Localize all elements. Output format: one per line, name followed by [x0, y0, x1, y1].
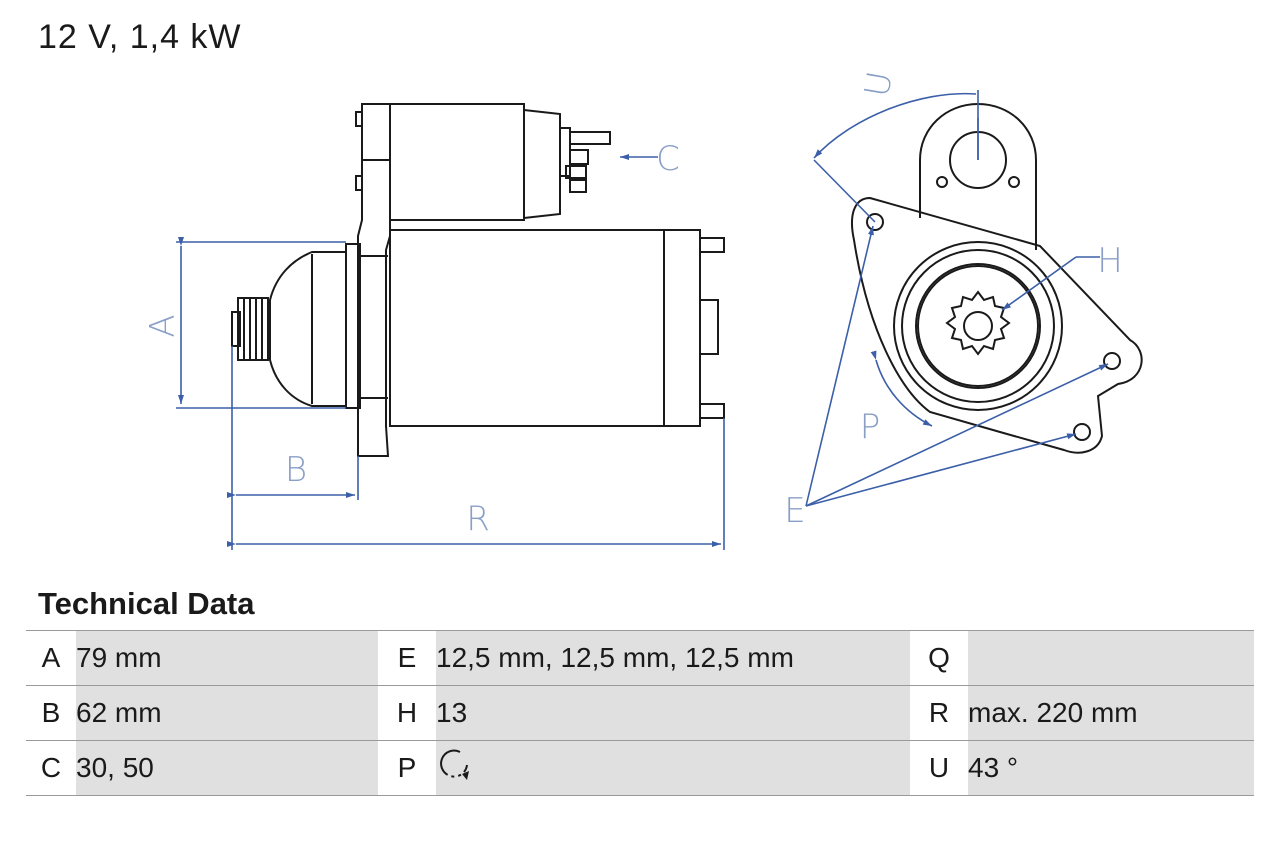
spec-key: E: [378, 630, 436, 686]
starter-motor-drawing: A B R C U H P E: [143, 68, 1143, 550]
spec-value: 79 mm: [76, 630, 378, 686]
spec-value: 30, 50: [76, 740, 378, 796]
section-heading: Technical Data: [38, 586, 255, 621]
spec-key: R: [910, 685, 968, 741]
clockwise-rotation-icon: [436, 747, 472, 790]
spec-key: B: [26, 685, 76, 741]
spec-value: 13: [436, 685, 910, 741]
spec-key: A: [26, 630, 76, 686]
spec-value: max. 220 mm: [968, 685, 1254, 741]
spec-key: C: [26, 740, 76, 796]
spec-value: 62 mm: [76, 685, 378, 741]
side-view-dimensions: [176, 154, 725, 550]
table-row: B 62 mm H 13 R max. 220 mm: [26, 685, 1254, 741]
label-a: A: [143, 314, 183, 337]
product-title: 12 V, 1,4 kW: [38, 18, 242, 56]
label-c: C: [656, 139, 680, 179]
spec-value: 43 °: [968, 740, 1254, 796]
spec-key: H: [378, 685, 436, 741]
label-h: H: [1097, 241, 1123, 281]
table-row: C 30, 50 P U 43 °: [26, 740, 1254, 796]
label-p: P: [860, 407, 881, 447]
spec-table: A 79 mm E 12,5 mm, 12,5 mm, 12,5 mm Q B …: [26, 630, 1254, 796]
spec-key: Q: [910, 630, 968, 686]
label-e: E: [784, 491, 805, 531]
label-u: U: [857, 68, 901, 99]
spec-value-rotation: [436, 740, 910, 796]
spec-key: P: [378, 740, 436, 796]
spec-value: [968, 630, 1254, 686]
label-b: B: [285, 450, 307, 490]
label-r: R: [466, 499, 490, 539]
table-row: A 79 mm E 12,5 mm, 12,5 mm, 12,5 mm Q: [26, 630, 1254, 686]
side-view: [231, 103, 725, 457]
spec-value: 12,5 mm, 12,5 mm, 12,5 mm: [436, 630, 910, 686]
front-view-dimensions: [805, 90, 1109, 507]
spec-key: U: [910, 740, 968, 796]
